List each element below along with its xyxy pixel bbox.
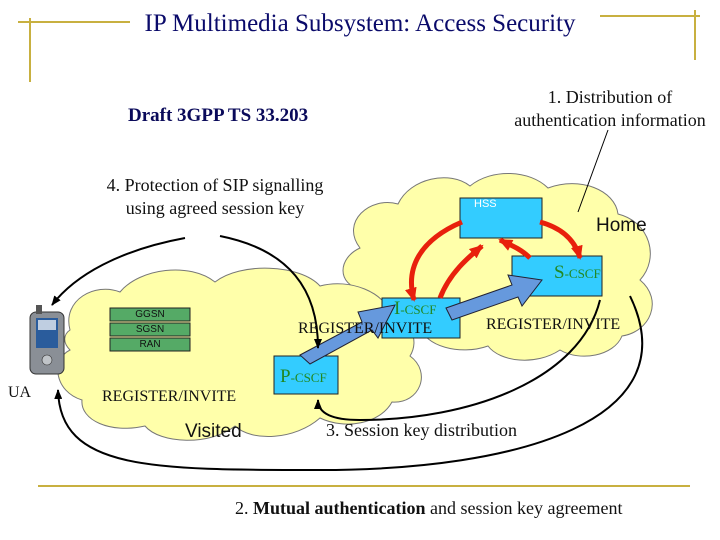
home-label: Home xyxy=(596,215,647,236)
red-arrow-s-to-hss xyxy=(498,237,532,260)
s-cscf-suffix: -CSCF xyxy=(564,266,601,281)
visited-cloud xyxy=(57,267,422,441)
p-cscf-suffix: -CSCF xyxy=(290,370,327,385)
mutual-auth-bold: Mutual authentication xyxy=(253,498,426,518)
ua-label: UA xyxy=(8,384,32,401)
protection-arrow-to-p xyxy=(219,235,322,349)
sgsn-label: SGSN xyxy=(135,324,165,335)
handset-icon xyxy=(29,305,65,375)
red-arrow-hss-to-i xyxy=(404,219,463,302)
p-cscf-letter: P xyxy=(280,366,291,387)
ggsn-box xyxy=(109,307,191,322)
distribution-pointer xyxy=(577,129,609,213)
slide-border xyxy=(18,10,700,487)
protection-line-1: 4. Protection of SIP signalling xyxy=(106,175,324,195)
hss-box xyxy=(459,197,543,239)
slide-title: IP Multimedia Subsystem: Access Security xyxy=(144,10,576,37)
register-home-label: REGISTER/INVITE xyxy=(486,316,621,333)
protection-arrow-to-ua xyxy=(51,237,186,306)
distribution-line-1: 1. Distribution of xyxy=(547,87,673,107)
protection-caption: 4. Protection of SIP signalling using ag… xyxy=(80,174,350,220)
mutual-auth-rest: and session key agreement xyxy=(425,498,623,518)
blue-arrow-p-to-i xyxy=(299,304,396,365)
sgsn-box xyxy=(109,322,191,337)
ran-label: RAN xyxy=(139,339,161,350)
i-cscf-label: I-CSCF xyxy=(394,298,436,320)
s-cscf-label: S-CSCF xyxy=(554,262,601,284)
ggsn-label: GGSN xyxy=(135,309,165,320)
ran-box xyxy=(109,337,191,352)
red-arrow-i-to-hss xyxy=(437,244,484,299)
key-distribution-arrow xyxy=(314,299,601,422)
draft-spec-label: Draft 3GPP TS 33.203 xyxy=(128,105,309,126)
distribution-line-2: authentication information xyxy=(514,110,706,130)
mutual-auth-arrow xyxy=(54,295,644,472)
visited-label: Visited xyxy=(185,421,242,442)
key-distribution-label: 3. Session key distribution xyxy=(326,420,518,440)
i-cscf-suffix: -CSCF xyxy=(400,302,437,317)
protection-line-2: using agreed session key xyxy=(125,198,305,218)
register-i-label: REGISTER/INVITE xyxy=(298,320,433,337)
red-arrow-hss-to-s xyxy=(539,219,583,260)
hss-label: HSS xyxy=(474,198,497,210)
p-cscf-label: P-CSCF xyxy=(280,366,327,388)
blue-arrow-i-to-s xyxy=(445,274,543,321)
register-visited-label: REGISTER/INVITE xyxy=(102,388,237,405)
s-cscf-letter: S xyxy=(554,262,565,283)
mutual-auth-caption: 2. Mutual authentication and session key… xyxy=(235,498,622,519)
network-node-stack xyxy=(109,307,191,352)
mutual-auth-prefix: 2. xyxy=(235,498,253,518)
i-cscf-letter: I xyxy=(394,298,401,319)
distribution-caption: 1. Distribution of authentication inform… xyxy=(495,86,720,132)
